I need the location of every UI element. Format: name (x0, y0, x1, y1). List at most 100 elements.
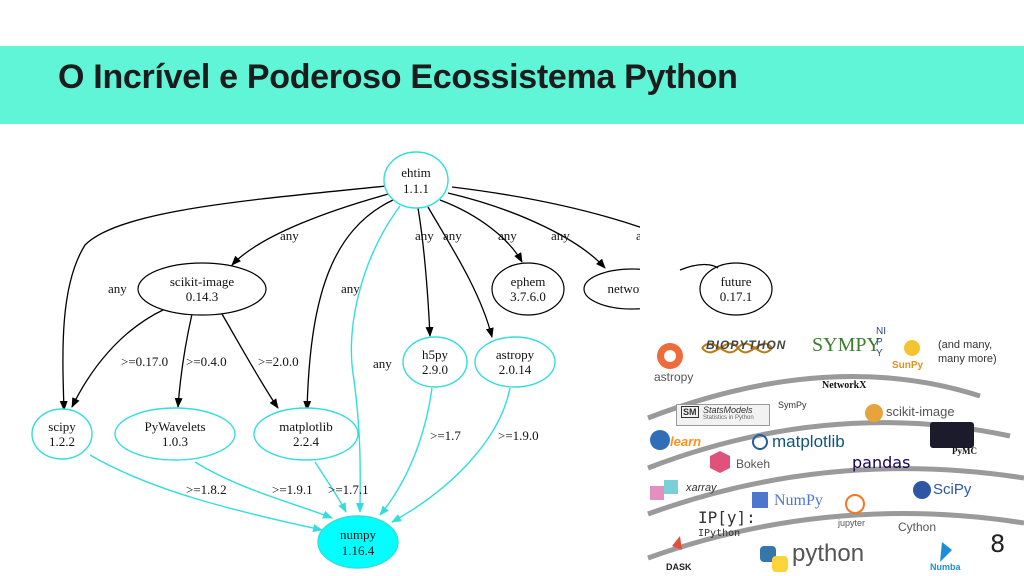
node-name: scikit-image (170, 274, 234, 289)
dask-logo: DASK (666, 562, 692, 572)
edge-label: any (498, 228, 517, 243)
sympy-logo: SymPy (778, 400, 807, 410)
node-version: 0.14.3 (186, 289, 219, 304)
ipython-logo: IPython (698, 528, 741, 539)
edge-label: >=0.17.0 (121, 354, 168, 369)
node-version: 3.7.6.0 (510, 289, 546, 304)
edge-h5py-numpy (379, 387, 433, 516)
edge-scipy-numpy (89, 454, 323, 532)
edge-ehtim-future (451, 186, 640, 228)
node-matplotlib: matplotlib 2.2.4 (253, 407, 359, 461)
page-number: 8 (990, 530, 1006, 558)
edge-label: any (108, 281, 127, 296)
python-ecosystem-illustration: astropy BIOPYTHON SYMPY NIPY SunPy (and … (640, 318, 1024, 576)
edge-matplotlib-numpy (314, 461, 347, 513)
edge-ehtim-astropy (427, 206, 494, 338)
node-ephem: ephem 3.7.6.0 (491, 262, 565, 316)
edge-label: >=2.0.0 (258, 354, 299, 369)
python-logo-icon (760, 546, 776, 562)
node-name: PyWavelets (144, 419, 205, 434)
networkx-logo: NetworkX (822, 380, 867, 391)
edge-label: any (341, 281, 360, 296)
matplotlib-logo: matplotlib (772, 432, 845, 451)
and-many-more-note: (and many, many more) (938, 339, 997, 365)
slide-title: O Incrível e Poderoso Ecossistema Python (58, 58, 738, 96)
edge-ehtim-scikit-image (231, 192, 393, 266)
edge-ehtim-ephem (439, 199, 523, 263)
node-ehtim: ehtim 1.1.1 (383, 151, 449, 209)
edge-label: >=1.9.1 (272, 482, 313, 497)
edge-label: >=1.7 (430, 428, 461, 443)
node-numpy: numpy 1.16.4 (317, 515, 399, 569)
edge-label: any (280, 228, 299, 243)
statsmodels-logo: SM StatsModels Statistics in Python (676, 404, 770, 426)
node-version: 1.2.2 (49, 434, 75, 449)
edge-label: any (636, 228, 640, 243)
node-scipy: scipy 1.2.2 (31, 408, 93, 460)
edge-ehtim-scipy (59, 185, 387, 411)
cython-logo: Cython (898, 520, 937, 534)
node-version: 2.9.0 (422, 362, 448, 377)
scikit-image-logo: scikit-image (886, 404, 955, 419)
dask-icon (672, 536, 682, 550)
node-name: astropy (496, 347, 535, 362)
nipy-logo: NIPY (876, 326, 886, 359)
ipython-top-logo: IP[y]: (698, 508, 756, 527)
jupyter-logo: jupyter (838, 518, 866, 528)
python-logo: python (792, 540, 865, 567)
node-version: 1.0.3 (162, 434, 188, 449)
sunpy-icon (904, 340, 920, 356)
edge-label: >=1.9.0 (498, 428, 539, 443)
edge-label: any (373, 356, 392, 371)
statsmodels-name: StatsModels (703, 405, 753, 415)
node-name: numpy (340, 527, 377, 542)
node-name: matplotlib (279, 419, 332, 434)
scikit-image-icon (865, 404, 883, 422)
scikit-learn-icon (650, 430, 670, 450)
edge-ehtim-h5py (417, 207, 434, 337)
node-pywavelets: PyWavelets 1.0.3 (114, 407, 236, 461)
node-name: ehtim (401, 165, 431, 180)
node-networkx: networkx (583, 268, 640, 310)
node-version: 0.17.1 (720, 289, 753, 304)
node-name: networkx (607, 281, 640, 296)
biopython-helix (701, 342, 773, 354)
edge-scikit-matplotlib (221, 313, 279, 409)
scikit-learn-logo: learn (670, 434, 702, 449)
xarray-icon (650, 486, 664, 500)
edge-label: any (551, 228, 570, 243)
pymc-logo: PyMC (952, 446, 977, 456)
edge-label: >=0.4.0 (186, 354, 227, 369)
edge-scikit-scipy (71, 308, 166, 408)
edge-ehtim-numpy (350, 205, 401, 513)
xarray-logo: xarray (686, 482, 717, 494)
biopython-logo: BIOPYTHON (706, 338, 787, 352)
node-future: future 0.17.1 (699, 262, 773, 316)
title-bar: O Incrível e Poderoso Ecossistema Python (0, 46, 1024, 124)
astropy-logo: astropy (654, 370, 694, 384)
pymc-image (930, 422, 974, 448)
edge-ehtim-networkx (447, 192, 606, 269)
edge-astropy-numpy (391, 387, 511, 523)
sunpy-logo: SunPy (892, 360, 924, 371)
matplotlib-icon (752, 434, 768, 450)
statsmodels-subtitle: Statistics in Python (703, 415, 754, 421)
edge-label: any (443, 228, 462, 243)
sympy-top-logo: SYMPY (812, 334, 881, 356)
edge-label: >=1.7.1 (328, 482, 369, 497)
node-scikit-image: scikit-image 0.14.3 (137, 262, 267, 316)
edge-scikit-pywavelets (174, 313, 193, 408)
numpy-logo: NumPy (774, 492, 823, 509)
dependency-graph: any any any any any any any any any >=0.… (31, 151, 640, 569)
numba-logo: Numba (930, 562, 961, 572)
scipy-icon (913, 481, 931, 499)
edge-ehtim-matplotlib (303, 199, 394, 411)
node-name: h5py (422, 347, 449, 362)
edge-label: >=1.8.2 (186, 482, 227, 497)
node-version: 1.1.1 (403, 181, 429, 196)
bokeh-logo: Bokeh (736, 457, 771, 471)
node-h5py: h5py 2.9.0 (402, 336, 468, 388)
node-version: 2.2.4 (293, 434, 320, 449)
node-version: 2.0.14 (499, 362, 532, 377)
dependency-graph-right: future 0.17.1 (679, 262, 773, 316)
